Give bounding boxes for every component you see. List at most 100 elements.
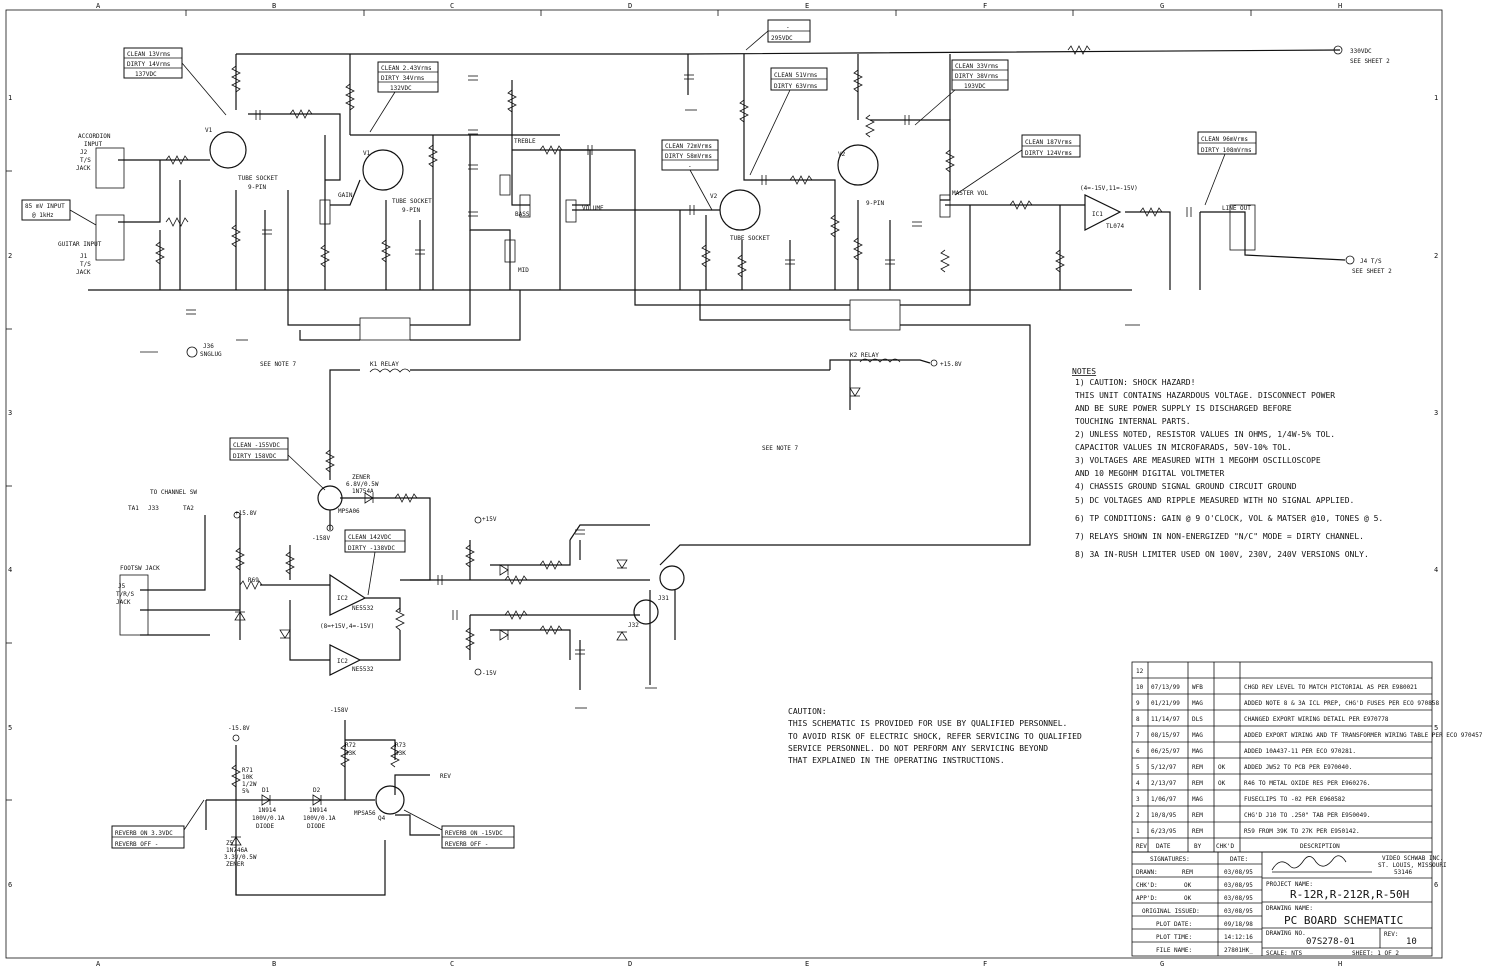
svg-text:6) TP CONDITIONS: GAIN @ 9 O'C: 6) TP CONDITIONS: GAIN @ 9 O'CLOCK, VOL … (1075, 514, 1383, 523)
svg-text:JACK: JACK (76, 165, 91, 172)
svg-text:100V/0.1A: 100V/0.1A (303, 815, 336, 822)
svg-text:-: - (688, 163, 692, 170)
svg-text:CLEAN 13Vrms: CLEAN 13Vrms (127, 51, 171, 58)
svg-text:DIRTY 108mVrms: DIRTY 108mVrms (1201, 147, 1252, 154)
svg-text:08/15/97: 08/15/97 (1151, 732, 1180, 739)
svg-text:JACK: JACK (116, 599, 131, 606)
svg-text:MID: MID (518, 267, 529, 274)
svg-text:9: 9 (1136, 700, 1140, 707)
svg-text:5) DC VOLTAGES AND RIPPLE MEAS: 5) DC VOLTAGES AND RIPPLE MEASURED WITH … (1075, 496, 1354, 505)
svg-text:CLEAN 187Vrms: CLEAN 187Vrms (1025, 139, 1072, 146)
svg-text:BY: BY (1194, 843, 1202, 850)
svg-text:PC BOARD SCHEMATIC: PC BOARD SCHEMATIC (1284, 914, 1403, 927)
svg-text:IC2: IC2 (337, 595, 348, 602)
svg-text:SEE SHEET 2: SEE SHEET 2 (1350, 58, 1390, 65)
svg-text:SEE NOTE 7: SEE NOTE 7 (762, 445, 799, 452)
svg-text:MAG: MAG (1192, 796, 1203, 803)
svg-text:F: F (983, 960, 987, 968)
svg-text:CAUTION:: CAUTION: (788, 707, 827, 716)
svg-text:J2: J2 (80, 149, 88, 156)
svg-text:GUITAR INPUT: GUITAR INPUT (58, 241, 102, 248)
svg-text:1N746A: 1N746A (226, 847, 248, 854)
svg-text:03/08/95: 03/08/95 (1224, 908, 1253, 915)
svg-text:9-PIN: 9-PIN (402, 207, 420, 214)
svg-text:7) RELAYS SHOWN IN NON-ENERGIZ: 7) RELAYS SHOWN IN NON-ENERGIZED "N/C" M… (1075, 532, 1364, 541)
svg-text:-: - (786, 24, 790, 31)
svg-text:REM: REM (1192, 812, 1203, 819)
svg-text:K1 RELAY: K1 RELAY (370, 361, 399, 368)
svg-text:+15.8V: +15.8V (235, 510, 257, 517)
svg-text:8: 8 (1136, 716, 1140, 723)
svg-text:SEE SHEET 2: SEE SHEET 2 (1352, 268, 1392, 275)
svg-text:4: 4 (1434, 566, 1438, 574)
svg-text:ST. LOUIS, MISSOURI: ST. LOUIS, MISSOURI (1378, 862, 1447, 869)
svg-text:IC2: IC2 (337, 658, 348, 665)
svg-text:11/14/97: 11/14/97 (1151, 716, 1180, 723)
svg-text:D2: D2 (313, 787, 321, 794)
svg-text:MPSA56: MPSA56 (354, 810, 376, 817)
svg-text:CLEAN 33Vrms: CLEAN 33Vrms (955, 63, 999, 70)
zone-markers-bottom: A B C D E F G H (96, 960, 1342, 968)
svg-text:TOUCHING INTERNAL PARTS.: TOUCHING INTERNAL PARTS. (1075, 417, 1191, 426)
svg-text:CHG'D J10 TO .250" TAB PER E95: CHG'D J10 TO .250" TAB PER E950049. (1244, 812, 1370, 819)
svg-text:PLOT TIME:: PLOT TIME: (1156, 934, 1192, 941)
svg-text:ADDED JW52 TO PCB PER E970040: ADDED JW52 TO PCB PER E970040. (1244, 764, 1352, 771)
svg-text:REV: REV (1136, 843, 1147, 850)
svg-text:R46 TO METAL OXIDE RES PER E96: R46 TO METAL OXIDE RES PER E960276. (1244, 780, 1370, 787)
svg-text:ADDED EXPORT WIRING AND TF TRA: ADDED EXPORT WIRING AND TF TRANSFORMER W… (1244, 732, 1483, 739)
svg-text:TO CHANNEL SW: TO CHANNEL SW (150, 489, 197, 496)
svg-text:MAG: MAG (1192, 700, 1203, 707)
svg-text:R72: R72 (345, 742, 356, 749)
svg-text:6: 6 (1136, 748, 1140, 755)
svg-text:REVERB OFF -: REVERB OFF - (115, 841, 158, 848)
svg-text:THAT EXPLAINED IN THE OPERATIN: THAT EXPLAINED IN THE OPERATING INSTRUCT… (788, 756, 1005, 765)
svg-text:DIRTY 34Vrms: DIRTY 34Vrms (381, 75, 425, 82)
svg-text:CLEAN 2.43Vrms: CLEAN 2.43Vrms (381, 65, 432, 72)
svg-text:295VDC: 295VDC (771, 35, 793, 42)
svg-text:BASS: BASS (515, 211, 530, 218)
svg-text:03/08/95: 03/08/95 (1224, 869, 1253, 876)
svg-text:V1: V1 (205, 127, 213, 134)
svg-text:D1: D1 (262, 787, 270, 794)
svg-text:5%: 5% (242, 788, 250, 795)
svg-text:-15V: -15V (482, 670, 497, 677)
svg-text:1: 1 (1136, 828, 1140, 835)
svg-text:G: G (1160, 2, 1164, 10)
svg-text:AND BE SURE POWER SUPPLY IS DI: AND BE SURE POWER SUPPLY IS DISCHARGED B… (1075, 404, 1292, 413)
title-block: SIGNATURES: DATE: DRAWN: REM 03/08/95 CH… (1131, 851, 1447, 957)
svg-text:APP'D:: APP'D: (1136, 895, 1158, 902)
svg-text:ORIGINAL ISSUED:: ORIGINAL ISSUED: (1142, 908, 1200, 915)
svg-text:1/2W: 1/2W (242, 781, 257, 788)
svg-text:E: E (805, 960, 809, 968)
svg-text:V1: V1 (363, 150, 371, 157)
svg-text:10: 10 (1136, 684, 1144, 691)
svg-text:4: 4 (8, 566, 12, 574)
svg-text:NE5532: NE5532 (352, 666, 374, 673)
svg-text:ZENER: ZENER (226, 861, 244, 868)
svg-text:T/S: T/S (80, 261, 91, 268)
svg-text:THIS SCHEMATIC IS PROVIDED FOR: THIS SCHEMATIC IS PROVIDED FOR USE BY QU… (788, 719, 1067, 728)
svg-text:H: H (1338, 960, 1342, 968)
svg-text:6.8V/0.5W: 6.8V/0.5W (346, 481, 379, 488)
svg-text:J31: J31 (658, 595, 669, 602)
svg-text:MAG: MAG (1192, 748, 1203, 755)
svg-text:5/12/97: 5/12/97 (1151, 764, 1177, 771)
svg-text:06/25/97: 06/25/97 (1151, 748, 1180, 755)
svg-text:DIODE: DIODE (256, 823, 274, 830)
svg-text:DIRTY 124Vrms: DIRTY 124Vrms (1025, 150, 1072, 157)
zone-markers-side: 1 2 3 4 5 6 1 2 3 4 5 6 (8, 94, 1438, 889)
svg-text:CAPACITOR VALUES IN MICROFARAD: CAPACITOR VALUES IN MICROFARADS, 50V-10%… (1075, 443, 1292, 452)
svg-text:-158V: -158V (312, 535, 330, 542)
svg-text:OK: OK (1218, 764, 1226, 771)
svg-text:DIRTY 38Vrms: DIRTY 38Vrms (955, 73, 999, 80)
svg-text:1N914: 1N914 (309, 807, 327, 814)
svg-text:R59 FROM 39K TO 27K PER E95014: R59 FROM 39K TO 27K PER E950142. (1244, 828, 1360, 835)
svg-text:DIRTY 58mVrms: DIRTY 58mVrms (665, 153, 712, 160)
svg-text:27801HK_: 27801HK_ (1224, 947, 1253, 954)
svg-text:GAIN: GAIN (338, 192, 353, 199)
svg-text:J5: J5 (118, 583, 126, 590)
svg-text:1N754A: 1N754A (352, 488, 374, 495)
svg-text:PLOT DATE:: PLOT DATE: (1156, 921, 1192, 928)
svg-text:DIRTY 14Vrms: DIRTY 14Vrms (127, 61, 171, 68)
